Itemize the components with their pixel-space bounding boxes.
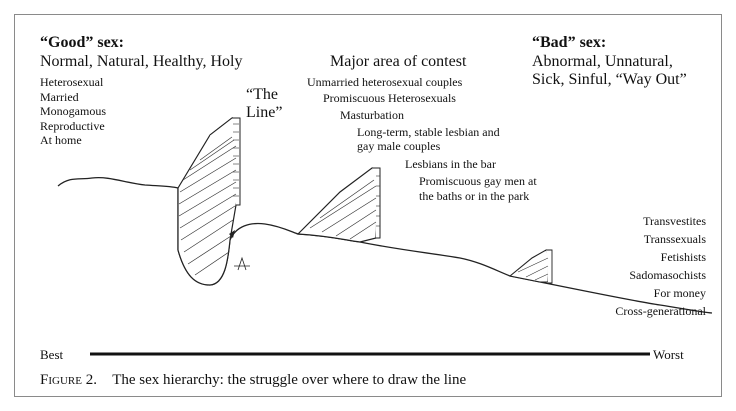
wall-large	[178, 118, 250, 285]
list-item: Monogamous	[40, 104, 106, 119]
contest-item: Unmarried heterosexual couples	[307, 75, 462, 90]
list-item: Married	[40, 90, 106, 105]
contest-item: Promiscuous Heterosexuals	[323, 91, 456, 106]
contest-item: Promiscuous gay men at	[419, 174, 537, 189]
bad-sex-heading: “Bad” sex:	[532, 34, 606, 52]
figure-label: Figure 2.	[40, 372, 97, 388]
good-sex-list: Heterosexual Married Monogamous Reproduc…	[40, 75, 106, 148]
contest-item: Long-term, stable lesbian and	[357, 125, 500, 140]
list-item: Heterosexual	[40, 75, 106, 90]
list-item: Transsexuals	[615, 230, 706, 248]
bad-sex-list: Transvestites Transsexuals Fetishists Sa…	[615, 212, 706, 320]
scale-best-label: Best	[40, 347, 63, 362]
bad-sex-subheading-2: Sick, Sinful, “Way Out”	[532, 71, 687, 89]
scale-worst-label: Worst	[653, 347, 684, 362]
the-line-label: “The Line”	[246, 86, 282, 122]
figure-caption: Figure 2. The sex hierarchy: the struggl…	[40, 372, 466, 389]
list-item: Reproductive	[40, 119, 106, 134]
ground-line	[58, 178, 712, 313]
contest-item: Lesbians in the bar	[405, 157, 496, 172]
list-item: At home	[40, 133, 106, 148]
list-item: Sadomasochists	[615, 266, 706, 284]
good-sex-heading: “Good” sex:	[40, 34, 124, 52]
list-item: Cross-generational	[615, 302, 706, 320]
contest-item: gay male couples	[357, 139, 440, 154]
contest-heading: Major area of contest	[330, 53, 466, 71]
wall-small	[510, 250, 552, 283]
contest-item: the baths or in the park	[419, 189, 529, 204]
list-item: Fetishists	[615, 248, 706, 266]
bad-sex-subheading-1: Abnormal, Unnatural,	[532, 53, 673, 71]
list-item: For money	[615, 284, 706, 302]
list-item: Transvestites	[615, 212, 706, 230]
caption-text: The sex hierarchy: the struggle over whe…	[112, 372, 466, 388]
good-sex-subheading: Normal, Natural, Healthy, Holy	[40, 53, 242, 71]
contest-item: Masturbation	[340, 108, 404, 123]
wall-medium	[298, 168, 380, 242]
